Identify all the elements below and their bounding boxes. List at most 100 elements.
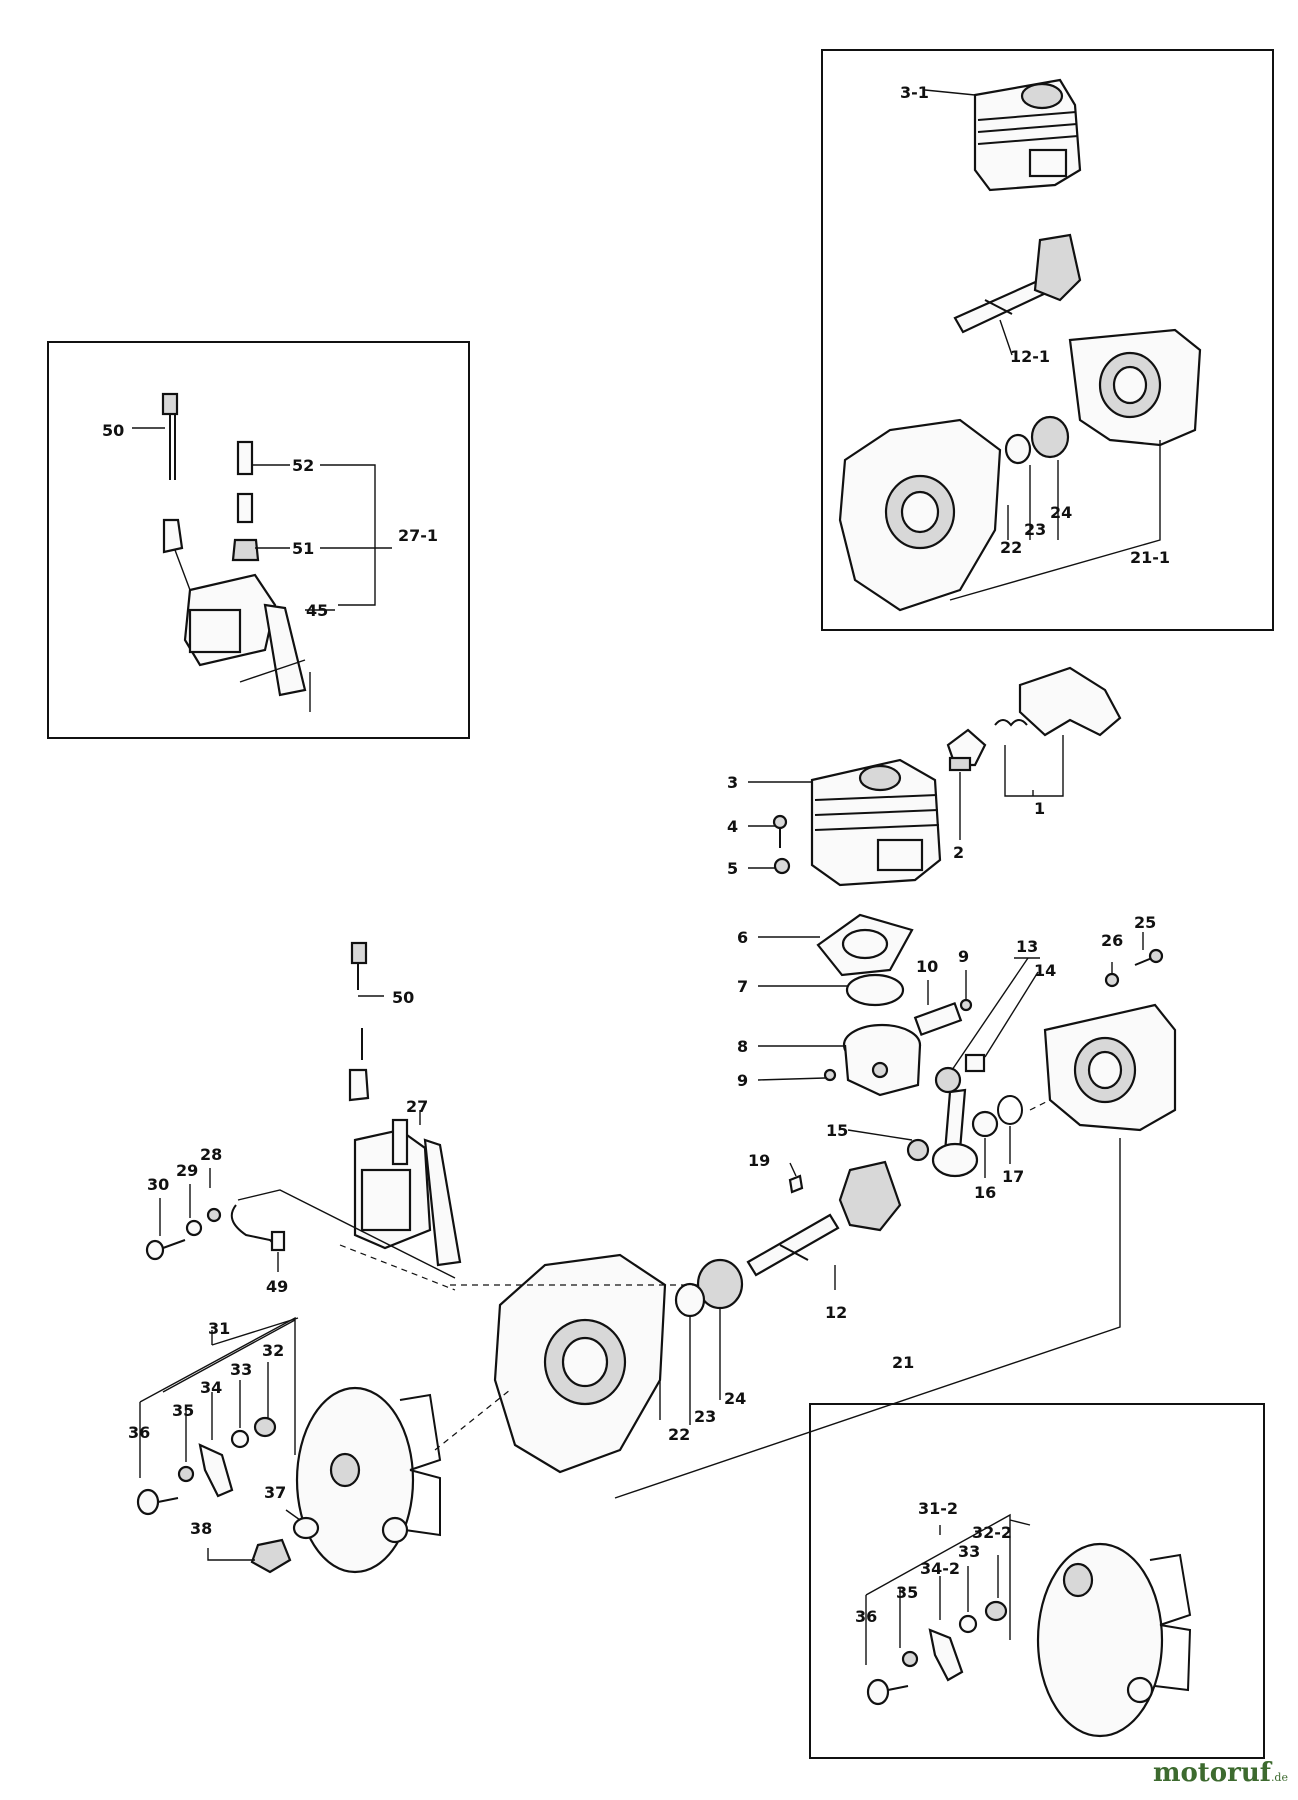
part-washer-29 — [185, 1219, 203, 1237]
part-crankcase-half-alt — [1068, 328, 1202, 447]
label-37: 37 — [264, 1483, 286, 1502]
label-10: 10 — [916, 957, 938, 976]
part-bearing-alt — [1030, 415, 1070, 459]
label-22-alt: 22 — [1000, 538, 1022, 557]
label-19: 19 — [748, 1151, 770, 1170]
label-23: 23 — [694, 1407, 716, 1426]
label-8: 8 — [737, 1037, 748, 1056]
label-38: 38 — [190, 1519, 212, 1538]
label-36: 36 — [128, 1423, 150, 1442]
part-piston-ring — [845, 973, 905, 1007]
part-bolt-25 — [1134, 948, 1164, 966]
part-washer-26 — [1104, 972, 1120, 988]
part-connecting-rod — [931, 1066, 979, 1178]
part-washer-28 — [206, 1207, 222, 1223]
label-21: 21 — [892, 1353, 914, 1372]
label-4: 4 — [727, 817, 738, 836]
label-31: 31 — [208, 1319, 230, 1338]
label-12: 12 — [825, 1303, 847, 1322]
label-36-alt: 36 — [855, 1607, 877, 1626]
label-26: 26 — [1101, 931, 1123, 950]
label-9-lower: 9 — [737, 1071, 748, 1090]
part-plug-cap — [1018, 666, 1122, 737]
part-seal-alt — [1004, 433, 1032, 465]
label-45: 45 — [306, 601, 328, 620]
label-7: 7 — [737, 977, 748, 996]
label-24-alt: 24 — [1050, 503, 1072, 522]
part-washer-33 — [230, 1429, 250, 1449]
part-ground-wire — [230, 1204, 279, 1249]
part-washer-5 — [773, 857, 791, 875]
watermark-tld: .de — [1270, 1771, 1288, 1784]
label-23-alt: 23 — [1024, 520, 1046, 539]
part-crankcase-main — [493, 1253, 667, 1474]
label-5: 5 — [727, 859, 738, 878]
label-30: 30 — [147, 1175, 169, 1194]
label-52: 52 — [292, 456, 314, 475]
inset-top-right-parts — [838, 78, 1202, 612]
label-35: 35 — [172, 1401, 194, 1420]
part-crankcase-main-alt — [838, 418, 1002, 612]
watermark-brand: motoruf — [1152, 1758, 1271, 1788]
label-27: 27 — [406, 1097, 428, 1116]
watermark-logo: motoruf.de — [1153, 1758, 1288, 1788]
inset-bottom-right-parts — [865, 1513, 1192, 1738]
part-spark-plug — [946, 728, 987, 772]
label-32: 32 — [262, 1341, 284, 1360]
label-29: 29 — [176, 1161, 198, 1180]
part-oil-seal — [674, 1282, 706, 1318]
part-washer-37 — [292, 1516, 320, 1540]
label-50-alt: 50 — [102, 421, 124, 440]
label-22: 22 — [668, 1425, 690, 1444]
label-9-upper: 9 — [958, 947, 969, 966]
label-3-1: 3-1 — [900, 83, 929, 102]
label-16: 16 — [974, 1183, 996, 1202]
label-33-alt: 33 — [958, 1542, 980, 1561]
part-cylinder — [810, 758, 942, 887]
label-15: 15 — [826, 1121, 848, 1140]
label-24: 24 — [724, 1389, 746, 1408]
label-25: 25 — [1134, 913, 1156, 932]
label-51: 51 — [292, 539, 314, 558]
label-50: 50 — [392, 988, 414, 1007]
label-14: 14 — [1034, 961, 1056, 980]
part-cylinder-alt — [973, 78, 1082, 192]
label-28: 28 — [200, 1145, 222, 1164]
part-nut-38 — [250, 1538, 292, 1574]
label-33: 33 — [230, 1360, 252, 1379]
label-1: 1 — [1034, 799, 1045, 818]
label-32-2: 32-2 — [972, 1523, 1012, 1542]
part-pawl-34 — [198, 1443, 234, 1498]
label-13: 13 — [1016, 937, 1038, 956]
part-spring-32 — [253, 1416, 277, 1438]
part-crankshaft-alt — [953, 233, 1082, 334]
part-ignition-coil — [348, 941, 462, 1267]
part-bolt-30 — [145, 1239, 186, 1261]
inset-frame-bottom-right — [809, 1403, 1265, 1759]
main-leader-lines — [139, 735, 1144, 1561]
part-piston — [842, 1023, 922, 1097]
part-screw-4 — [772, 814, 788, 848]
inset-frame-left — [47, 341, 470, 739]
label-35-alt: 35 — [896, 1583, 918, 1602]
label-2: 2 — [953, 843, 964, 862]
label-49: 49 — [266, 1277, 288, 1296]
label-27-1: 27-1 — [398, 526, 438, 545]
main-parts — [136, 666, 1177, 1574]
part-piston-pin — [913, 1001, 963, 1037]
label-17: 17 — [1002, 1167, 1024, 1186]
inset-left-parts — [132, 392, 392, 712]
part-crankshaft — [746, 1160, 902, 1277]
part-screw-36 — [136, 1488, 179, 1516]
label-34: 34 — [200, 1378, 222, 1397]
label-3: 3 — [727, 773, 738, 792]
label-6: 6 — [737, 928, 748, 947]
label-21-1: 21-1 — [1130, 548, 1170, 567]
label-34-2: 34-2 — [920, 1559, 960, 1578]
label-31-2: 31-2 — [918, 1499, 958, 1518]
part-washer-35 — [177, 1465, 195, 1483]
inset-frame-top-right — [821, 49, 1274, 631]
part-crankcase-half — [1043, 1003, 1177, 1132]
label-12-1: 12-1 — [1010, 347, 1050, 366]
